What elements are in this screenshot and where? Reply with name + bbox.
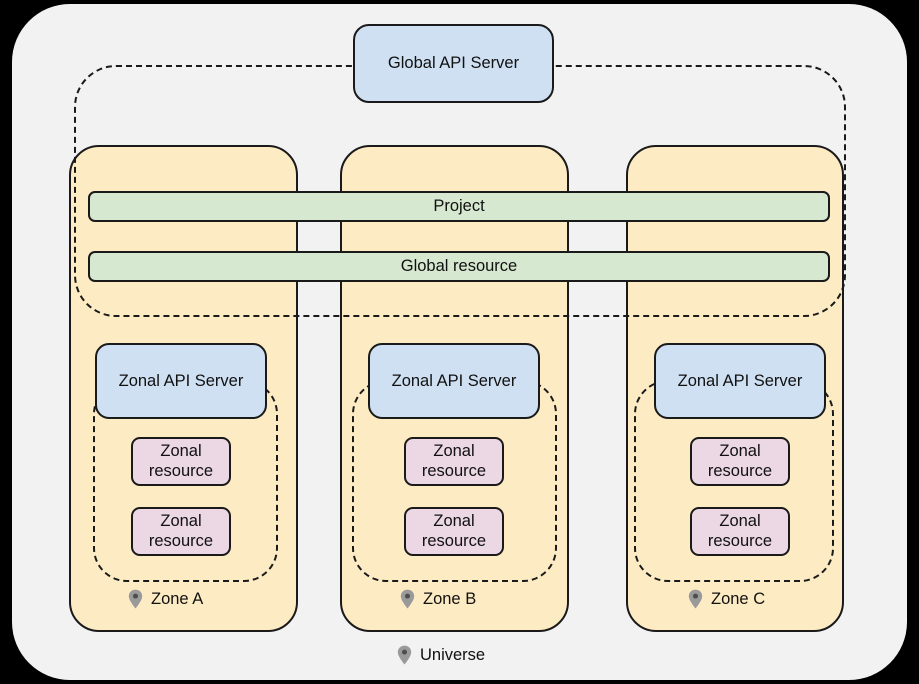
map-pin-icon — [688, 589, 703, 609]
zone-b-resource-1: Zonal resource — [404, 437, 504, 486]
zone-c-label: Zone C — [711, 589, 766, 608]
zone-a-api-server-label: Zonal API Server — [118, 371, 244, 390]
zone-a-api-server-box: Zonal API Server — [95, 343, 267, 419]
global-bar-project-label: Project — [433, 197, 485, 215]
zone-c-resource-1: Zonal resource — [690, 437, 790, 486]
zone-b-resource-1-line1: Zonal — [433, 442, 475, 461]
zone-b-label: Zone B — [423, 589, 477, 608]
global-api-server-box: Global API Server — [353, 24, 554, 103]
global-api-server-label: Global API Server — [387, 54, 520, 72]
universe-label-group: Universe — [397, 645, 485, 665]
zone-c-label-group: Zone C — [688, 589, 765, 609]
global-bar-global-resource: Global resource — [88, 251, 830, 282]
zone-a-resource-1-line1: Zonal — [160, 442, 202, 461]
zone-c-resource-2-line1: Zonal — [719, 512, 761, 531]
zone-b-label-group: Zone B — [400, 589, 476, 609]
zone-c-resource-2-line2: resource — [707, 531, 773, 550]
zone-b-resource-2-line2: resource — [421, 531, 487, 550]
zone-b-api-server-box: Zonal API Server — [368, 343, 540, 419]
map-pin-icon — [400, 589, 415, 609]
zone-a-resource-1-line2: resource — [148, 461, 214, 480]
zone-b-api-server-label: Zonal API Server — [391, 371, 517, 390]
zone-b-resource-2-line1: Zonal — [433, 512, 475, 531]
universe-label: Universe — [420, 645, 486, 664]
zone-a-resource-2: Zonal resource — [131, 507, 231, 556]
zone-a-resource-2-line2: resource — [148, 531, 214, 550]
zone-b-resource-2: Zonal resource — [404, 507, 504, 556]
zone-c-resource-2: Zonal resource — [690, 507, 790, 556]
zone-a-resource-2-line1: Zonal — [160, 512, 202, 531]
zone-c-api-server-box: Zonal API Server — [654, 343, 826, 419]
zone-a-label: Zone A — [151, 589, 204, 608]
zone-a-resource-1: Zonal resource — [131, 437, 231, 486]
map-pin-icon — [128, 589, 143, 609]
zone-a-label-group: Zone A — [128, 589, 203, 609]
global-bar-project: Project — [88, 191, 830, 222]
zone-b-resource-1-line2: resource — [421, 461, 487, 480]
zone-c-api-server-label: Zonal API Server — [677, 371, 803, 390]
map-pin-icon — [397, 645, 412, 665]
global-bar-global-resource-label: Global resource — [400, 257, 518, 275]
zone-c-resource-1-line2: resource — [707, 461, 773, 480]
zone-c-resource-1-line1: Zonal — [719, 442, 761, 461]
